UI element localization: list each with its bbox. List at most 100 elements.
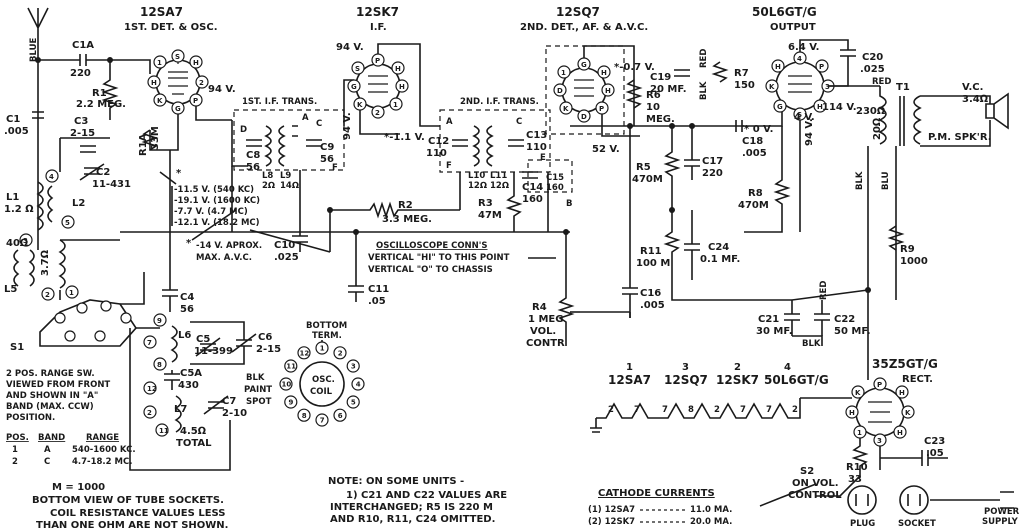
svg-text:K: K <box>769 83 775 91</box>
svg-text:R7: R7 <box>734 68 749 79</box>
c19-capacitor: C19 20 MF. <box>650 69 690 95</box>
svg-text:2ND. DET., AF. & A.V.C.: 2ND. DET., AF. & A.V.C. <box>520 22 648 33</box>
svg-text:12SK7: 12SK7 <box>356 5 399 19</box>
svg-text:470M: 470M <box>632 174 663 185</box>
svg-text:C19: C19 <box>650 72 671 83</box>
svg-text:BLK: BLK <box>699 81 709 100</box>
svg-text:K: K <box>357 101 363 109</box>
l3-l4-l5-coil: 40Ω L5 3.7Ω 2 1 <box>4 238 79 301</box>
l1-l2-antenna-coil: L1 1.2 Ω L2 4 5 3 <box>4 169 85 247</box>
svg-text:C24: C24 <box>708 242 729 253</box>
svg-text:7: 7 <box>147 339 152 347</box>
svg-text:2: 2 <box>792 405 798 415</box>
svg-text:114 V.: 114 V. <box>822 102 857 113</box>
svg-text:G: G <box>351 83 357 91</box>
r9-resistor: R9 1000 <box>887 225 928 267</box>
svg-text:50L6GT/G: 50L6GT/G <box>764 373 829 387</box>
svg-text:6.4 V.: 6.4 V. <box>788 42 819 53</box>
svg-text:.05: .05 <box>926 448 944 459</box>
svg-text:C20: C20 <box>862 52 883 63</box>
svg-text:C23: C23 <box>924 436 945 447</box>
coil-terminal <box>333 346 347 360</box>
svg-text:1: 1 <box>69 289 74 297</box>
svg-text:2: 2 <box>12 457 18 467</box>
svg-text:C6: C6 <box>258 332 272 343</box>
svg-text:110: 110 <box>526 142 547 153</box>
svg-text:BLK: BLK <box>855 171 865 190</box>
svg-text:540-1600 KC.: 540-1600 KC. <box>72 445 136 455</box>
svg-text:H: H <box>899 389 905 397</box>
svg-text:BLK: BLK <box>802 339 821 349</box>
svg-text:9: 9 <box>157 317 162 325</box>
svg-text:.005: .005 <box>742 148 767 159</box>
tube-12sq7: 12SQ7 2ND. DET., AF. & A.V.C. G 1 H D H … <box>520 5 655 155</box>
svg-text:1: 1 <box>561 69 566 77</box>
svg-text:4 V.: 4 V. <box>794 112 815 123</box>
svg-text:R5: R5 <box>636 162 651 173</box>
svg-text:C: C <box>44 457 50 467</box>
c17-capacitor: C17 220 <box>684 126 723 180</box>
svg-text:-19.1 V. (1600 KC): -19.1 V. (1600 KC) <box>174 196 260 206</box>
r8-resistor: R8 470M <box>738 126 791 216</box>
svg-text:2 POS. RANGE SW.: 2 POS. RANGE SW. <box>6 369 95 379</box>
svg-text:THAN ONE OHM ARE NOT SHOWN.: THAN ONE OHM ARE NOT SHOWN. <box>36 520 228 528</box>
svg-text:C3: C3 <box>74 116 88 127</box>
svg-text:1) C21 AND C22 VALUES ARE: 1) C21 AND C22 VALUES ARE <box>346 490 507 501</box>
svg-text:C16: C16 <box>640 288 661 299</box>
second-if-transformer: 2ND. I.F. TRANS. C12 110 C13 110 L10 L11… <box>426 97 572 209</box>
svg-text:PAINT: PAINT <box>244 385 272 395</box>
coil-terminal-label: 12 <box>300 349 310 357</box>
svg-text:P: P <box>877 381 882 389</box>
coil-terminal <box>284 359 298 373</box>
svg-text:2.2 MEG.: 2.2 MEG. <box>76 99 126 110</box>
svg-text:52 V.: 52 V. <box>592 144 620 155</box>
svg-text:33: 33 <box>848 474 862 485</box>
svg-text:.025: .025 <box>274 252 299 263</box>
svg-text:V.C.: V.C. <box>962 82 983 93</box>
svg-text:S: S <box>797 111 802 119</box>
svg-text:11.0 MA.: 11.0 MA. <box>690 505 732 515</box>
c7-trimmer: C7 2-10 <box>203 395 247 419</box>
svg-text:30 MF.: 30 MF. <box>756 326 793 337</box>
svg-text:12SK7: 12SK7 <box>716 373 759 387</box>
svg-text:11-431: 11-431 <box>92 179 131 190</box>
coil-terminal <box>351 377 365 391</box>
svg-text:C15: C15 <box>546 173 564 183</box>
svg-text:F: F <box>332 163 338 173</box>
svg-text:12SA7: 12SA7 <box>608 373 651 387</box>
svg-text:L7: L7 <box>174 404 187 415</box>
svg-text:150: 150 <box>734 80 755 91</box>
cathode-currents-table: CATHODE CURRENTS (1) 12SA7 11.0 MA. (2) … <box>588 488 732 527</box>
svg-text:R1A: R1A <box>138 133 149 156</box>
svg-text:430: 430 <box>178 380 199 391</box>
svg-text:1ST. I.F. TRANS.: 1ST. I.F. TRANS. <box>242 97 317 107</box>
coil-terminal-label: 6 <box>338 412 343 420</box>
coil-terminal-label: 8 <box>302 412 307 420</box>
svg-text:C18: C18 <box>742 136 763 147</box>
svg-text:94 V.: 94 V. <box>336 42 364 53</box>
svg-text:TERM.: TERM. <box>312 331 342 341</box>
svg-text:R1: R1 <box>92 88 107 99</box>
c5-tuning-capacitor: C5 11-399 <box>194 334 233 357</box>
svg-text:-14 V. APROX.: -14 V. APROX. <box>196 241 262 251</box>
coil-terminal-label: 11 <box>286 363 296 371</box>
c23-capacitor: C23 .05 <box>880 436 948 466</box>
svg-text:H: H <box>399 83 405 91</box>
svg-text:(2) 12SK7: (2) 12SK7 <box>588 517 635 527</box>
svg-text:C5: C5 <box>196 334 210 345</box>
r2-resistor: R2 3.3 MEG. <box>330 200 460 225</box>
svg-text:C21: C21 <box>758 314 779 325</box>
svg-text:BLK: BLK <box>246 373 265 383</box>
output-transformer-t1: T1 230Ω 20Ω BLK BLU RED <box>855 77 922 190</box>
r7-resistor: R7 150 RED BLK <box>699 49 755 100</box>
svg-text:R8: R8 <box>748 188 763 199</box>
svg-text:4: 4 <box>49 173 54 181</box>
first-if-transformer: 1ST. I.F. TRANS. C8 56 C9 56 L8 L9 2Ω 14… <box>233 97 345 191</box>
svg-text:12: 12 <box>147 385 157 393</box>
svg-text:VIEWED FROM FRONT: VIEWED FROM FRONT <box>6 380 110 390</box>
svg-text:L10: L10 <box>468 171 485 181</box>
svg-text:2: 2 <box>199 79 204 87</box>
c24-capacitor: C24 0.1 MF. <box>684 210 740 265</box>
svg-text:CONTR: CONTR <box>526 338 565 349</box>
svg-text:R10: R10 <box>846 462 868 473</box>
